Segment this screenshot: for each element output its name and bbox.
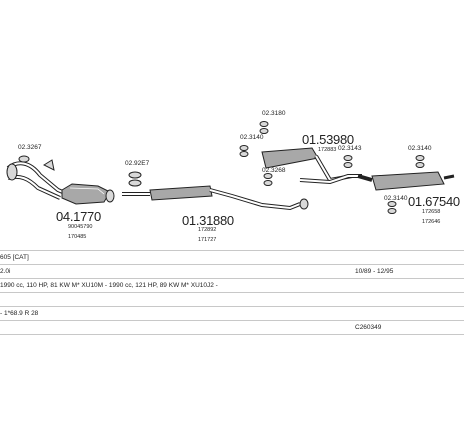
note-row: - 1*68.9 R 28 xyxy=(0,306,464,319)
engine-row: 2.0i 10/89 - 12/95 xyxy=(0,264,464,277)
part-number: 02.3267 xyxy=(18,144,42,151)
part-number: 02.3143 xyxy=(338,145,362,152)
bracket-shape xyxy=(42,159,55,171)
part-number: 02.3268 xyxy=(262,167,286,174)
spec-row: 1990 cc, 110 HP, 81 KW M* XU10M - 1990 c… xyxy=(0,278,464,291)
bottom-rule xyxy=(0,334,464,335)
part-reference: 172646 xyxy=(422,219,441,225)
part-reference: 172892 xyxy=(198,227,217,233)
part-number: 02.3180 xyxy=(262,110,286,117)
code-label: C260349 xyxy=(355,324,382,331)
note-label: - 1*68.9 R 28 xyxy=(0,310,39,317)
clamp-shape xyxy=(128,171,142,179)
part-number: 02.3140 xyxy=(384,195,408,202)
part-number: 04.1770 xyxy=(56,209,101,224)
part-number: 01.53980 xyxy=(302,132,354,147)
part-reference: 170485 xyxy=(68,234,87,240)
manifold-flange xyxy=(6,163,18,181)
gasket-shape xyxy=(18,155,30,163)
spec-label: 1990 cc, 110 HP, 81 KW M* XU10M - 1990 c… xyxy=(0,282,218,289)
catalytic-converter xyxy=(61,183,111,205)
part-reference: 172883 xyxy=(318,147,337,153)
rear-muffler-1 xyxy=(261,147,319,169)
middle-silencer xyxy=(149,185,213,201)
part-number: 01.31880 xyxy=(182,213,234,228)
model-label: 605 [CAT] xyxy=(0,254,29,261)
hanger-shape xyxy=(239,145,249,151)
part-reference: 172658 xyxy=(422,209,441,215)
date-range: 10/89 - 12/95 xyxy=(355,268,394,275)
empty-row xyxy=(0,292,464,305)
part-reference: 90045790 xyxy=(68,224,93,230)
model-row: 605 [CAT] xyxy=(0,250,464,263)
part-number: 02.92E7 xyxy=(125,160,150,167)
engine-label: 2.0i xyxy=(0,268,11,275)
code-row: C260349 xyxy=(0,320,464,333)
part-number: 02.3140 xyxy=(408,145,432,152)
part-number: 01.67540 xyxy=(408,194,460,209)
part-reference: 171727 xyxy=(198,237,217,243)
part-number: 02.3140 xyxy=(240,134,264,141)
rear-muffler-2 xyxy=(371,171,445,191)
